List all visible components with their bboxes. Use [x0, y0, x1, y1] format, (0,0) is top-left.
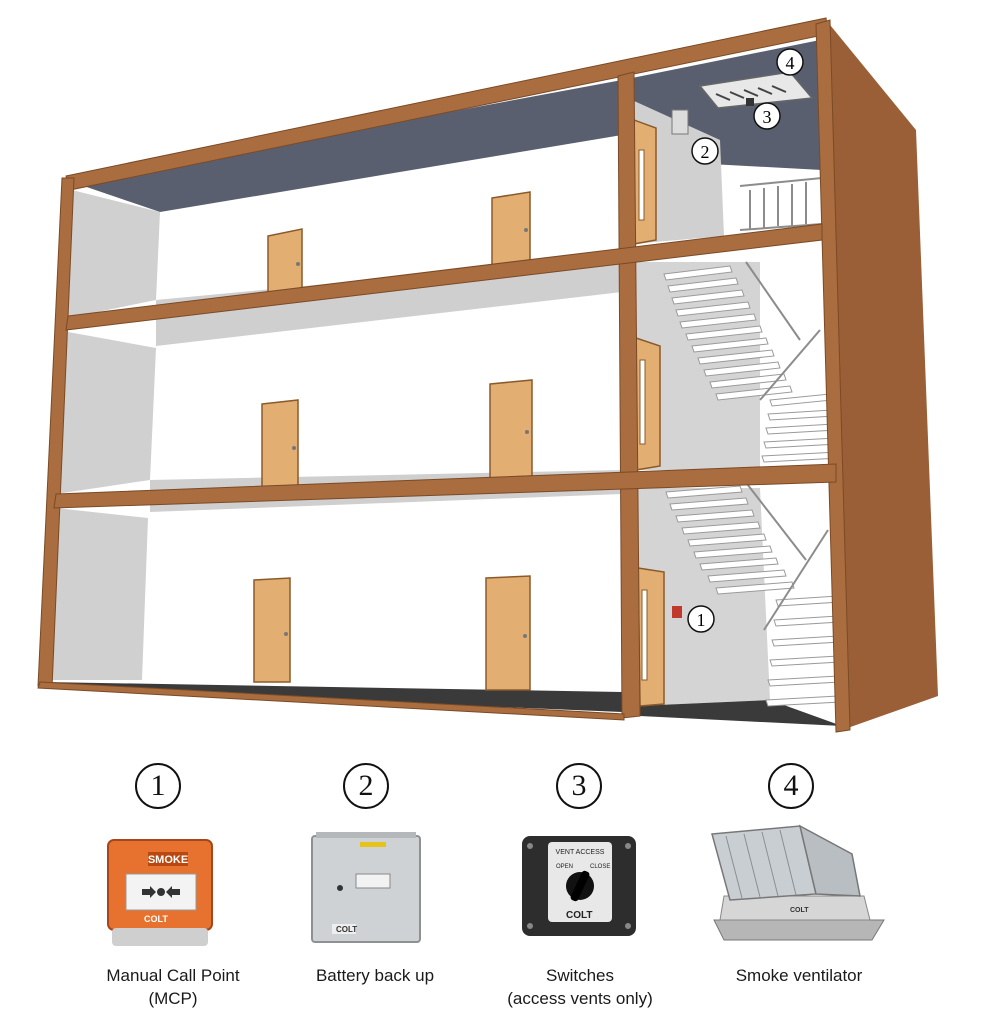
- caption-switches: Switches (access vents only): [480, 964, 680, 1010]
- doors: [253, 118, 665, 707]
- brand-logo: COLT: [336, 925, 357, 934]
- caption-smoke-ventilator: Smoke ventilator: [699, 964, 899, 987]
- caption-line: Battery back up: [315, 966, 435, 985]
- marker-4: 4: [776, 48, 804, 76]
- building-side-wall: [826, 20, 938, 730]
- left-wall-floor3: [68, 190, 160, 318]
- stairwell-floor: [636, 700, 842, 726]
- switch-small: [746, 98, 754, 106]
- floor-beam-3: [65, 223, 823, 331]
- caption-line: Smoke ventilator: [735, 966, 863, 985]
- door-glass-panels: [638, 149, 648, 681]
- door: [485, 575, 531, 691]
- marker-label: 4: [786, 53, 795, 73]
- caption-line: (access vents only): [507, 989, 653, 1008]
- caption-line: (MCP): [148, 989, 198, 1008]
- floor-beam-2: [53, 463, 837, 509]
- marker-label: 3: [763, 107, 772, 127]
- battery-box-small: [671, 109, 689, 135]
- frame-bottom-edge: [37, 681, 625, 721]
- mcp-label: SMOKE: [148, 854, 188, 866]
- marker-3: 3: [753, 102, 781, 130]
- frame-right-post: [815, 19, 851, 733]
- handrails: [739, 177, 829, 631]
- caption-battery: Battery back up: [275, 964, 475, 987]
- switch-device-image: VENT ACCESS OPEN CLOSE COLT: [522, 836, 636, 936]
- caption-line: Switches: [545, 966, 615, 985]
- mcp-device-image: SMOKE COLT: [107, 839, 213, 946]
- switch-close-label: CLOSE: [590, 864, 610, 870]
- door: [261, 399, 299, 493]
- building: 1 2 3 4: [37, 17, 938, 733]
- brand-logo: COLT: [144, 914, 168, 924]
- door-stairwell: [633, 118, 657, 245]
- marker-label: 2: [701, 142, 710, 162]
- caption-mcp: Manual Call Point (MCP): [73, 964, 273, 1010]
- ground-floor: [42, 682, 622, 712]
- legend-number-2: 2: [343, 763, 389, 809]
- ceiling-smoke-vent: [698, 71, 814, 109]
- mcp-small: [672, 606, 682, 618]
- stairwell-wall-mid: [632, 262, 760, 470]
- legend-number-4: 4: [768, 763, 814, 809]
- staircase-upper: [663, 265, 841, 463]
- switch-open-label: OPEN: [556, 864, 573, 870]
- door-handles: [284, 228, 529, 638]
- staircase-lower: [665, 485, 841, 707]
- left-wall-floor1: [44, 508, 148, 680]
- marker-1: 1: [687, 605, 715, 633]
- legend-number-3: 3: [556, 763, 602, 809]
- ceiling-top-left: [72, 80, 622, 212]
- legend-number-1: 1: [135, 763, 181, 809]
- brand-logo: COLT: [790, 907, 809, 914]
- door: [253, 577, 291, 683]
- frame-middle-post: [617, 71, 641, 719]
- battery-device-image: COLT: [311, 832, 421, 943]
- switch-title: VENT ACCESS: [556, 849, 605, 856]
- brand-logo: COLT: [566, 910, 592, 921]
- left-wall-floor2: [56, 332, 156, 494]
- door: [489, 379, 533, 479]
- marker-label: 1: [697, 610, 706, 630]
- smoke-ventilator-image: COLT: [711, 824, 885, 941]
- slab-underside-2: [156, 256, 622, 346]
- timber-frame: [37, 17, 851, 733]
- marker-2: 2: [691, 137, 719, 165]
- caption-line: Manual Call Point: [106, 966, 240, 985]
